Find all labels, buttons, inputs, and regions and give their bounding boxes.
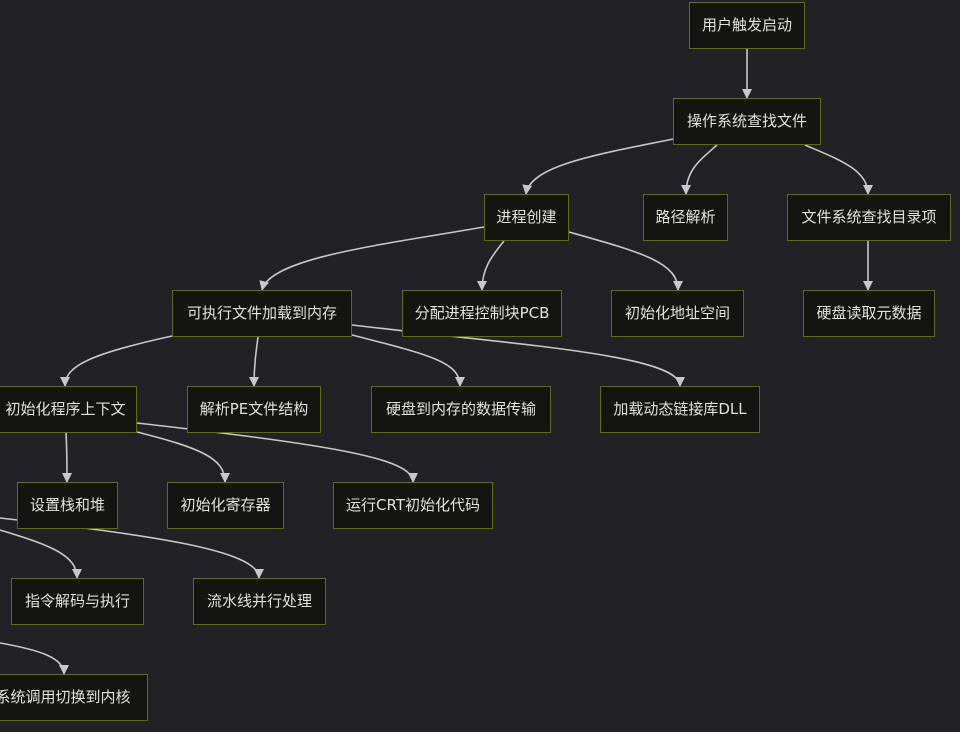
node-os-find-file[interactable]: 操作系统查找文件 [673,98,821,145]
edge-load-exe-to-disk-to-mem [351,334,465,387]
node-parse-pe[interactable]: 解析PE文件结构 [187,386,321,433]
node-init-context[interactable]: 初始化程序上下文 [0,386,137,433]
edge-process-create-to-load-exe [259,226,485,291]
node-disk-to-mem[interactable]: 硬盘到内存的数据传输 [371,386,551,433]
edge-os-find-file-to-process-create [522,138,674,195]
edge-load-exe-to-parse-pe [249,336,260,387]
node-load-dll[interactable]: 加载动态链接库DLL [600,386,760,433]
edge-process-create-to-alloc-pcb [477,240,505,291]
node-disk-read-meta[interactable]: 硬盘读取元数据 [803,290,935,337]
edge-load-exe-to-init-context [60,335,173,387]
edge-init-context-to-init-registers [136,431,230,483]
node-pipeline[interactable]: 流水线并行处理 [193,578,326,625]
node-decode-exec[interactable]: 指令解码与执行 [11,578,144,625]
node-setup-stack-heap[interactable]: 设置栈和堆 [17,482,118,529]
node-init-addr-space[interactable]: 初始化地址空间 [611,290,744,337]
edge-process-create-to-init-addr-space [568,231,683,291]
node-init-registers[interactable]: 初始化寄存器 [167,482,284,529]
node-user-start[interactable]: 用户触发启动 [689,2,805,49]
node-run-crt-init[interactable]: 运行CRT初始化代码 [333,482,493,529]
node-load-exe[interactable]: 可执行文件加载到内存 [172,290,352,337]
edge-init-context-to-setup-stack-heap [61,432,72,483]
edge-os-find-file-to-path-parse [681,144,718,195]
edge-os-find-file-to-fs-dir-lookup [804,144,873,195]
node-process-create[interactable]: 进程创建 [484,194,569,241]
node-fs-dir-lookup[interactable]: 文件系统查找目录项 [787,194,951,241]
edge-to-syscall-kernel [0,642,69,675]
node-syscall-kernel[interactable]: 系统调用切换到内核 [0,674,148,721]
node-alloc-pcb[interactable]: 分配进程控制块PCB [402,290,562,337]
edge-to-decode-exec [0,529,82,579]
node-path-parse[interactable]: 路径解析 [643,194,728,241]
